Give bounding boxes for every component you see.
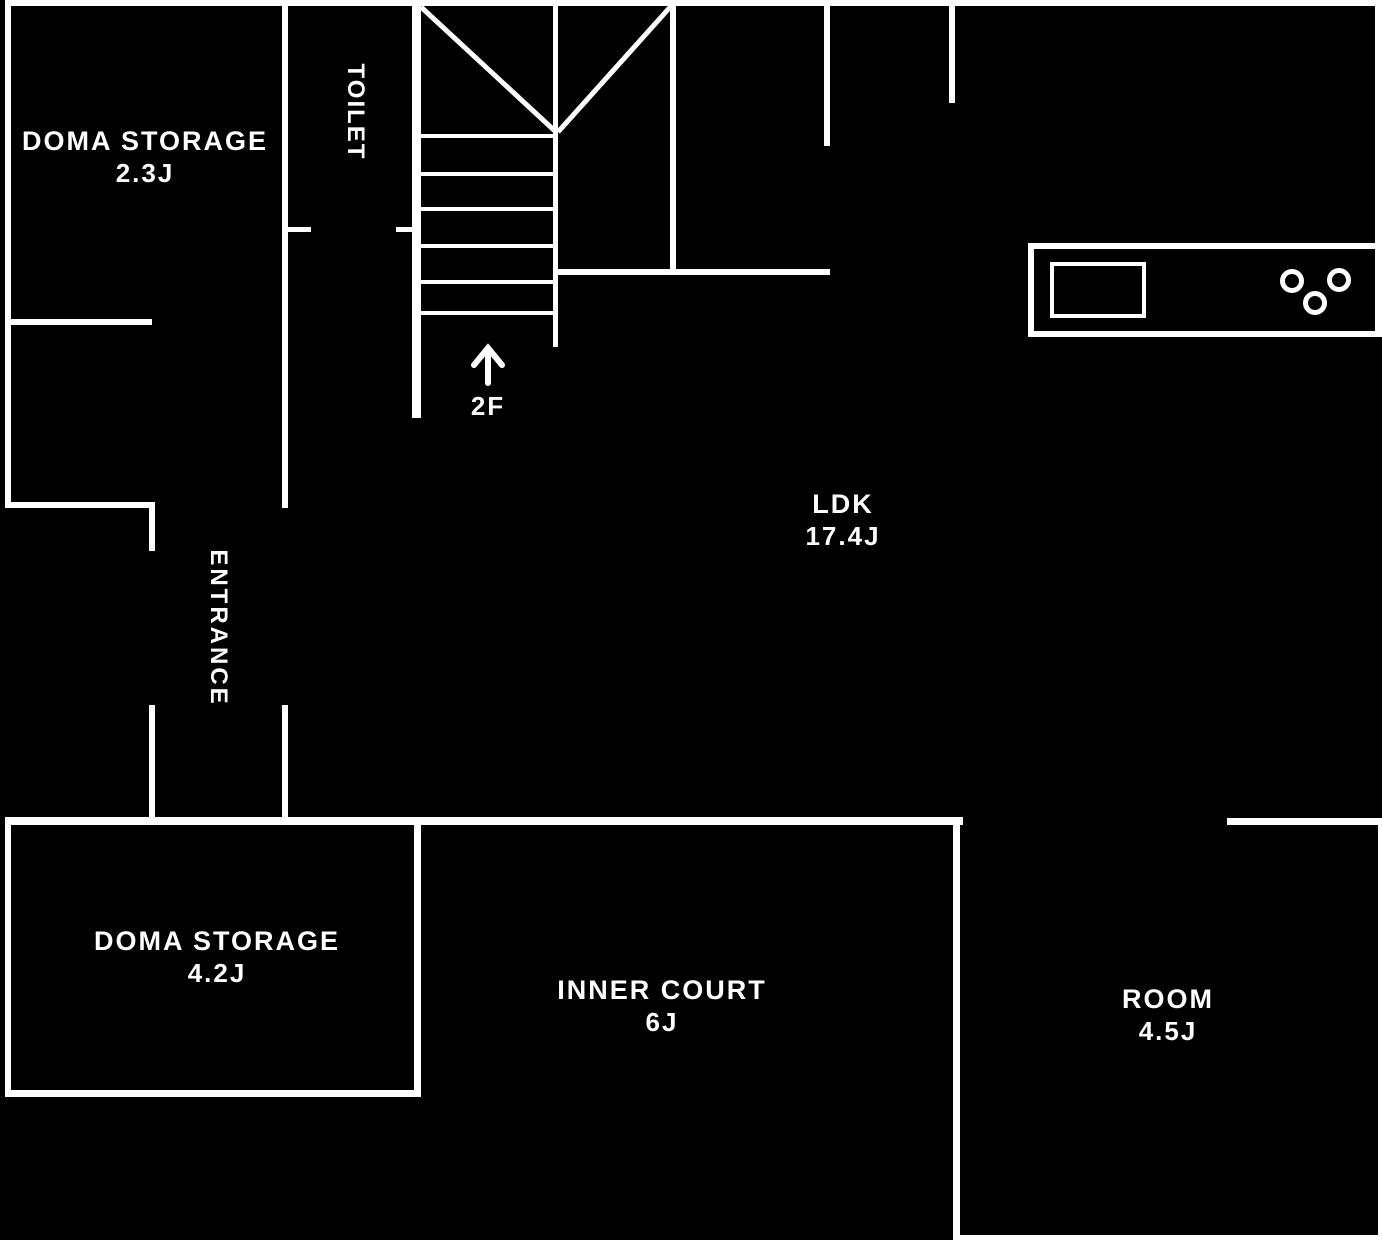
toilet-door-jamb-left xyxy=(285,227,311,232)
inner-court-east-wall xyxy=(953,817,960,1240)
stair-tread-4 xyxy=(421,244,557,248)
stair-tread-6 xyxy=(421,311,557,315)
room-area: 6J xyxy=(645,1007,679,1037)
partition-stub-3 xyxy=(949,0,955,103)
room-name: ROOM xyxy=(1122,984,1214,1014)
toilet-door-jamb-right xyxy=(396,227,417,232)
doma-bottom-west-wall xyxy=(5,817,11,1097)
room-south-wall xyxy=(957,1235,1382,1240)
toilet-west-wall xyxy=(282,0,288,508)
entrance-west-wall xyxy=(5,502,152,508)
room-area: 2.3J xyxy=(115,158,175,188)
outer-wall-left-upper xyxy=(5,0,11,508)
stair-tread-1 xyxy=(421,134,557,138)
room-name: ENTRANCE xyxy=(205,549,232,707)
entrance-west-door-jamb-upper xyxy=(149,502,155,551)
room-name: LDK xyxy=(812,489,874,519)
kitchen-counter xyxy=(1028,243,1382,337)
doma-top-south-wall xyxy=(5,319,152,325)
room-name: TOILET xyxy=(342,63,369,161)
stair-diagonal-right xyxy=(556,3,674,134)
room-label-room: ROOM 4.5J xyxy=(1122,983,1214,1047)
stair-tread-2 xyxy=(421,172,557,176)
stair-tread-5 xyxy=(421,280,557,284)
stair-diagonal-left xyxy=(419,5,558,134)
room-area: 4.5J xyxy=(1138,1016,1198,1046)
entrance-west-door-jamb-lower xyxy=(149,705,155,823)
entrance-east-door-jamb-lower xyxy=(282,705,288,823)
doma-bottom-east-wall xyxy=(414,817,421,1097)
stair-tread-3 xyxy=(421,207,557,211)
room-label-inner-court: INNER COURT 6J xyxy=(557,974,767,1038)
room-name: DOMA STORAGE xyxy=(93,926,341,956)
room-name: DOMA STORAGE xyxy=(21,126,269,156)
kitchen-sink-icon xyxy=(1050,262,1146,318)
stairs-up-arrow-icon xyxy=(471,343,505,386)
room-label-doma-storage-top: DOMA STORAGE 2.3J xyxy=(22,125,268,189)
room-area: 17.4J xyxy=(805,521,881,551)
outer-wall-right-upper xyxy=(1375,0,1382,336)
room-label-entrance: ENTRANCE xyxy=(204,549,232,706)
outer-wall-top xyxy=(5,0,1382,6)
room-north-wall xyxy=(1227,818,1378,825)
room-area: 4.2J xyxy=(187,958,247,988)
stairs-direction-label: 2F xyxy=(470,391,506,421)
outer-wall-right-lower xyxy=(1378,818,1382,1240)
hall-partition-wall xyxy=(557,269,830,275)
stair-west-wall xyxy=(412,0,421,418)
main-horizontal-wall xyxy=(5,817,963,825)
partition-stub-2 xyxy=(824,0,830,146)
room-label-ldk: LDK 17.4J xyxy=(805,488,880,552)
room-label-toilet: TOILET xyxy=(341,64,369,161)
doma-bottom-south-wall xyxy=(5,1090,421,1097)
room-label-doma-storage-bottom: DOMA STORAGE 4.2J xyxy=(94,925,340,989)
partition-stub-1 xyxy=(670,0,676,272)
room-name: INNER COURT xyxy=(557,975,767,1005)
